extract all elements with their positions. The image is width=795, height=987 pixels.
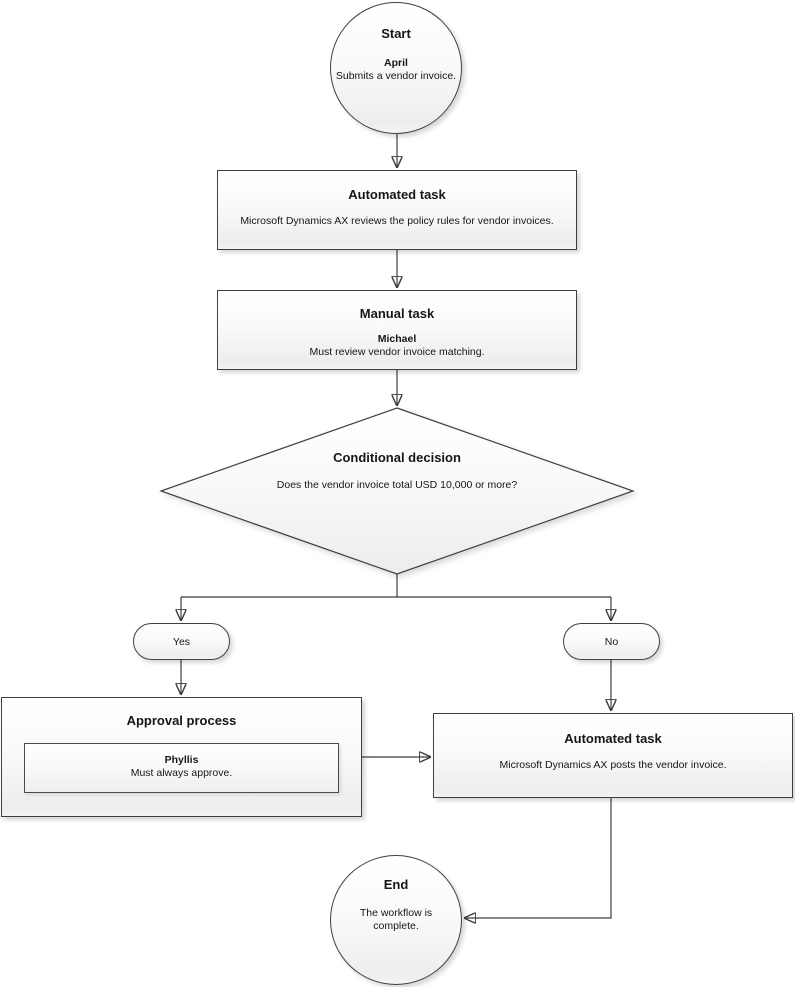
- approval-process-node: Approval process Phyllis Must always app…: [1, 697, 362, 817]
- decision-title: Conditional decision: [333, 450, 461, 465]
- yes-branch-node: Yes: [133, 623, 230, 660]
- decision-description: Does the vendor invoice total USD 10,000…: [276, 479, 518, 491]
- approval-process-title: Approval process: [126, 713, 237, 728]
- automated-task-review-description: Microsoft Dynamics AX reviews the policy…: [240, 215, 554, 227]
- end-description: The workflow is complete.: [359, 907, 433, 932]
- connector-post-to-end: [465, 798, 612, 918]
- automated-task-post-node: Automated task Microsoft Dynamics AX pos…: [433, 713, 793, 798]
- approval-step-actor: Phyllis: [164, 754, 199, 766]
- approval-step-node: Phyllis Must always approve.: [24, 743, 339, 793]
- approval-step-description: Must always approve.: [130, 767, 233, 779]
- automated-task-post-description: Microsoft Dynamics AX posts the vendor i…: [499, 759, 727, 771]
- start-title: Start: [381, 26, 411, 41]
- automated-task-review-title: Automated task: [348, 187, 446, 202]
- automated-task-post-title: Automated task: [564, 731, 662, 746]
- decision-diamond-shape: [159, 407, 635, 575]
- yes-branch-label: Yes: [172, 635, 191, 648]
- end-node: End The workflow is complete.: [330, 855, 462, 985]
- start-actor: April: [384, 57, 408, 69]
- end-title: End: [383, 877, 409, 892]
- manual-task-description: Must review vendor invoice matching.: [309, 346, 485, 358]
- start-description: Submits a vendor invoice.: [335, 70, 457, 82]
- conditional-decision-node: Conditional decision Does the vendor inv…: [159, 407, 635, 575]
- manual-task-title: Manual task: [359, 306, 435, 321]
- connector-decision-branch-rail: [181, 574, 611, 598]
- start-node: Start April Submits a vendor invoice.: [330, 2, 462, 134]
- no-branch-node: No: [563, 623, 660, 660]
- no-branch-label: No: [604, 635, 619, 648]
- decision-text: Conditional decision Does the vendor inv…: [159, 407, 635, 492]
- manual-task-node: Manual task Michael Must review vendor i…: [217, 290, 577, 370]
- manual-task-actor: Michael: [377, 333, 417, 345]
- automated-task-review-node: Automated task Microsoft Dynamics AX rev…: [217, 170, 577, 250]
